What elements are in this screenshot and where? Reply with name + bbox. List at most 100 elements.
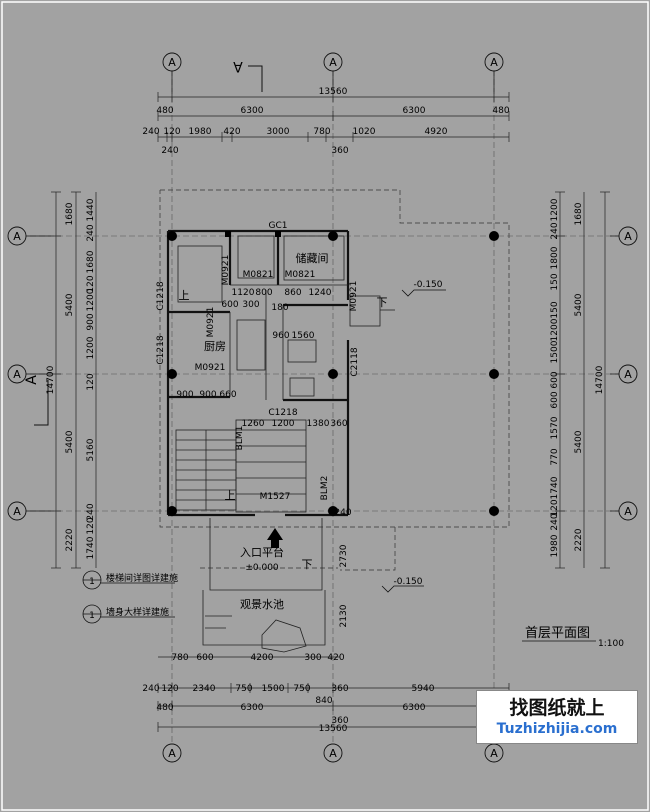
axis-bubble-label: A [13,505,21,518]
dim-left-r1: 5400 [65,293,75,316]
drawing-scale: 1:100 [598,639,624,649]
room-kitchen-label: 厨房 [204,340,226,353]
section-marks [34,65,263,426]
dim-right-r2: 1200 [550,198,560,221]
section-mark-top: A [233,58,243,74]
dim-top-r1: 480 [492,106,509,116]
watermark-line1: 找图纸就上 [509,697,605,719]
note-text: 楼梯间详图详建施 [106,572,178,584]
axis-leaders [26,71,619,512]
dim-left-r2: 240 [86,503,96,520]
dim-bottom-r2: 240 [142,684,159,694]
note-number: 1 [89,577,95,587]
dim-bottom-r1: 480 [156,703,173,713]
dim-inner: 2730 [339,544,349,567]
drawing-title: 首层平面图 [525,626,590,641]
note-bubbles [82,570,175,624]
dim-inner: 360 [330,419,347,429]
door-code: BLM2 [320,476,330,501]
dim-inner: 1240 [309,288,332,298]
dim-right-r2: 150 [550,301,560,318]
dim-inner: 960 [272,331,289,341]
window-code: C1218 [156,335,166,364]
dim-bottom-small: 840 [315,696,332,706]
dim-right-r1: 2220 [574,528,584,551]
dim-inner: 600 [221,300,238,310]
dim-right-r2: 240 [550,513,560,530]
watermark-badge: 找图纸就上 Tuzhizhijia.com [476,690,638,744]
dim-top-r1: 6300 [403,106,426,116]
door-code: M1527 [260,492,291,502]
door-code: M0921 [349,281,359,312]
axis-gridlines [30,70,620,745]
dim-bottom-r3: 4200 [251,653,274,663]
dim-top-r1: 480 [156,106,173,116]
dim-top-r2: 420 [223,127,240,137]
dim-inner: 860 [284,288,301,298]
dim-inner: 900 [199,390,216,400]
axis-bubble-label: A [490,747,498,760]
dim-inner: 300 [242,300,259,310]
dim-right-total: 14700 [595,365,605,394]
room-storage-label: 储藏间 [296,251,329,265]
dim-left-r2: 120 [86,517,96,534]
dim-inner: 1560 [292,331,315,341]
dim-bottom-r2: 360 [331,684,348,694]
dim-inner: 1260 [242,419,265,429]
dim-top-r2: 4920 [425,127,448,137]
dim-left-r2: 1200 [86,336,96,359]
stair-up-label: 上 [179,289,190,302]
dim-bottom-r2: 750 [293,684,310,694]
dim-top-r2: 1020 [353,127,376,137]
axis-bubble-label: A [490,56,498,69]
axis-bubble-label: A [624,230,632,243]
dim-bottom-r3: 780 [171,653,188,663]
dim-top-total: 13560 [319,87,348,97]
dim-bottom-r2: 2340 [193,684,216,694]
dim-bottom-small: 360 [331,716,348,726]
dim-left-r1: 5400 [65,430,75,453]
dim-left-total: 14700 [46,365,56,394]
plan-labels: A A A A A A A A A A A A A A 13560 480 63… [13,56,632,760]
main-walls [166,229,350,517]
dim-right-r1: 1680 [574,202,584,225]
axis-bubble-label: A [624,368,632,381]
dim-left-r2: 900 [86,313,96,330]
dim-inner: 180 [271,303,288,313]
dim-right-r2: 120 [550,499,560,516]
dim-bottom-r3: 420 [327,653,344,663]
level-markers [381,289,446,593]
dim-left-r2: 1200 [86,288,96,311]
door-code: M0821 [243,270,274,280]
dim-inner: 800 [255,288,272,298]
dim-left-r2: 240 [86,224,96,241]
stair-up-label: 上 [225,489,236,502]
dim-right-r2: 1740 [550,476,560,499]
axis-bubbles [7,52,638,763]
level-label: -0.150 [413,280,442,290]
dim-right-r2: 150 [550,273,560,290]
section-mark-left: A [24,375,40,385]
dim-left-r2: 120 [86,275,96,292]
dim-left-r1: 1680 [65,202,75,225]
dim-right-r2: 1570 [550,416,560,439]
dim-inner: 2130 [339,604,349,627]
dim-right-r2: 1800 [550,246,560,269]
dim-right-r1: 5400 [574,430,584,453]
dim-top-r2: 1980 [189,127,212,137]
dim-top-r2: 780 [313,127,330,137]
dim-top-r1: 6300 [241,106,264,116]
dim-right-r2: 600 [550,391,560,408]
axis-bubble-label: A [168,56,176,69]
dim-bottom-r3: 300 [304,653,321,663]
eave-outline [159,189,510,571]
level-label: -0.150 [393,577,422,587]
dim-left-r2: 1440 [86,198,96,221]
stair-down-label: 下 [302,558,313,571]
dim-right-r2: 1200 [550,318,560,341]
interior-lines [175,235,395,653]
window-code: GC1 [269,221,288,231]
dim-top-r2: 3000 [267,127,290,137]
